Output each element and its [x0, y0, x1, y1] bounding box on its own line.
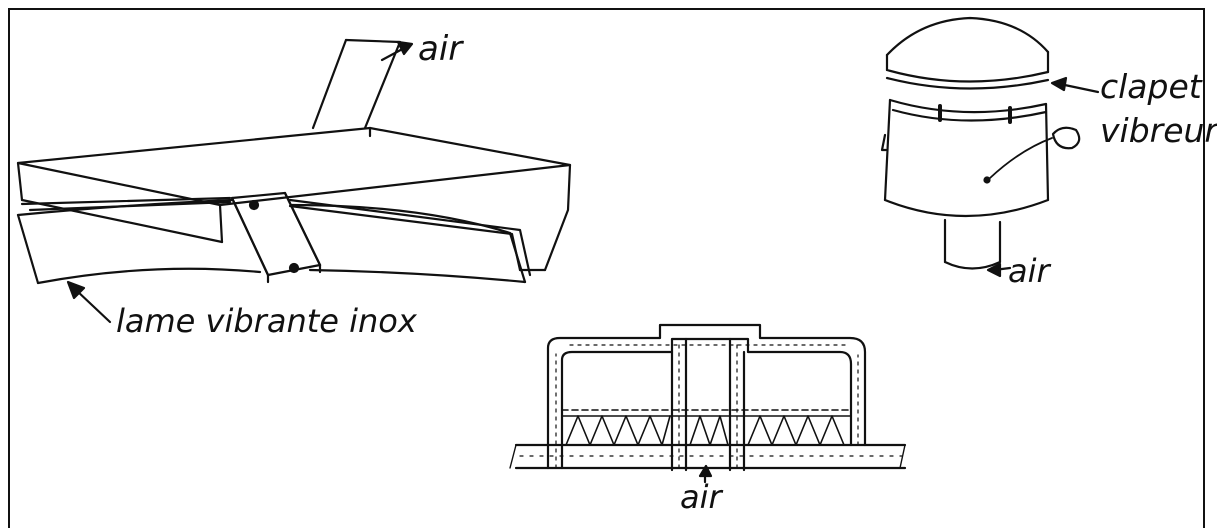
air-valve-arrowhead [986, 262, 1002, 278]
base-plate [509, 443, 907, 470]
valve-body [880, 98, 1081, 218]
valve-pointer-line [1058, 82, 1100, 94]
blade-vibrator [16, 38, 572, 324]
vibrator-diagram: air lame vibrante inox clapet vibreur ai… [16, 16, 1217, 515]
label-air-bottom: air [680, 478, 724, 515]
label-valve-line1: clapet [1100, 67, 1203, 106]
figure-frame [8, 8, 1205, 528]
blade-clamp [230, 191, 322, 284]
blade-housing [16, 126, 572, 272]
label-valve-line2: vibreur [1100, 111, 1217, 150]
rivet-top [248, 199, 260, 211]
air-inlet-pipe [311, 38, 402, 130]
center-spring [689, 415, 729, 446]
left-spring [565, 415, 671, 446]
blade-pointer-arrowhead [66, 280, 86, 300]
stainless-vibrating-blade [16, 198, 527, 285]
blade-frame [20, 196, 547, 277]
blade-pointer-line [74, 288, 112, 324]
valve-cross-section [509, 323, 907, 484]
vibrating-valve-disc [885, 76, 1050, 124]
label-air-top: air [418, 29, 464, 69]
air-bottom-arrowhead [698, 464, 713, 478]
section-housing [546, 323, 867, 470]
air-top-arrowhead [396, 40, 414, 56]
right-spring [747, 415, 845, 446]
label-blade: lame vibrante inox [116, 302, 418, 340]
valve-vibrator [880, 16, 1100, 278]
central-air-tube [670, 337, 746, 472]
valve-pointer-arrowhead [1050, 76, 1068, 92]
side-knob [1051, 126, 1081, 150]
valve-cap [885, 16, 1050, 83]
valve-air-pipe [943, 218, 1002, 270]
rivet-bottom [288, 262, 300, 274]
label-air-valve: air [1008, 252, 1052, 290]
